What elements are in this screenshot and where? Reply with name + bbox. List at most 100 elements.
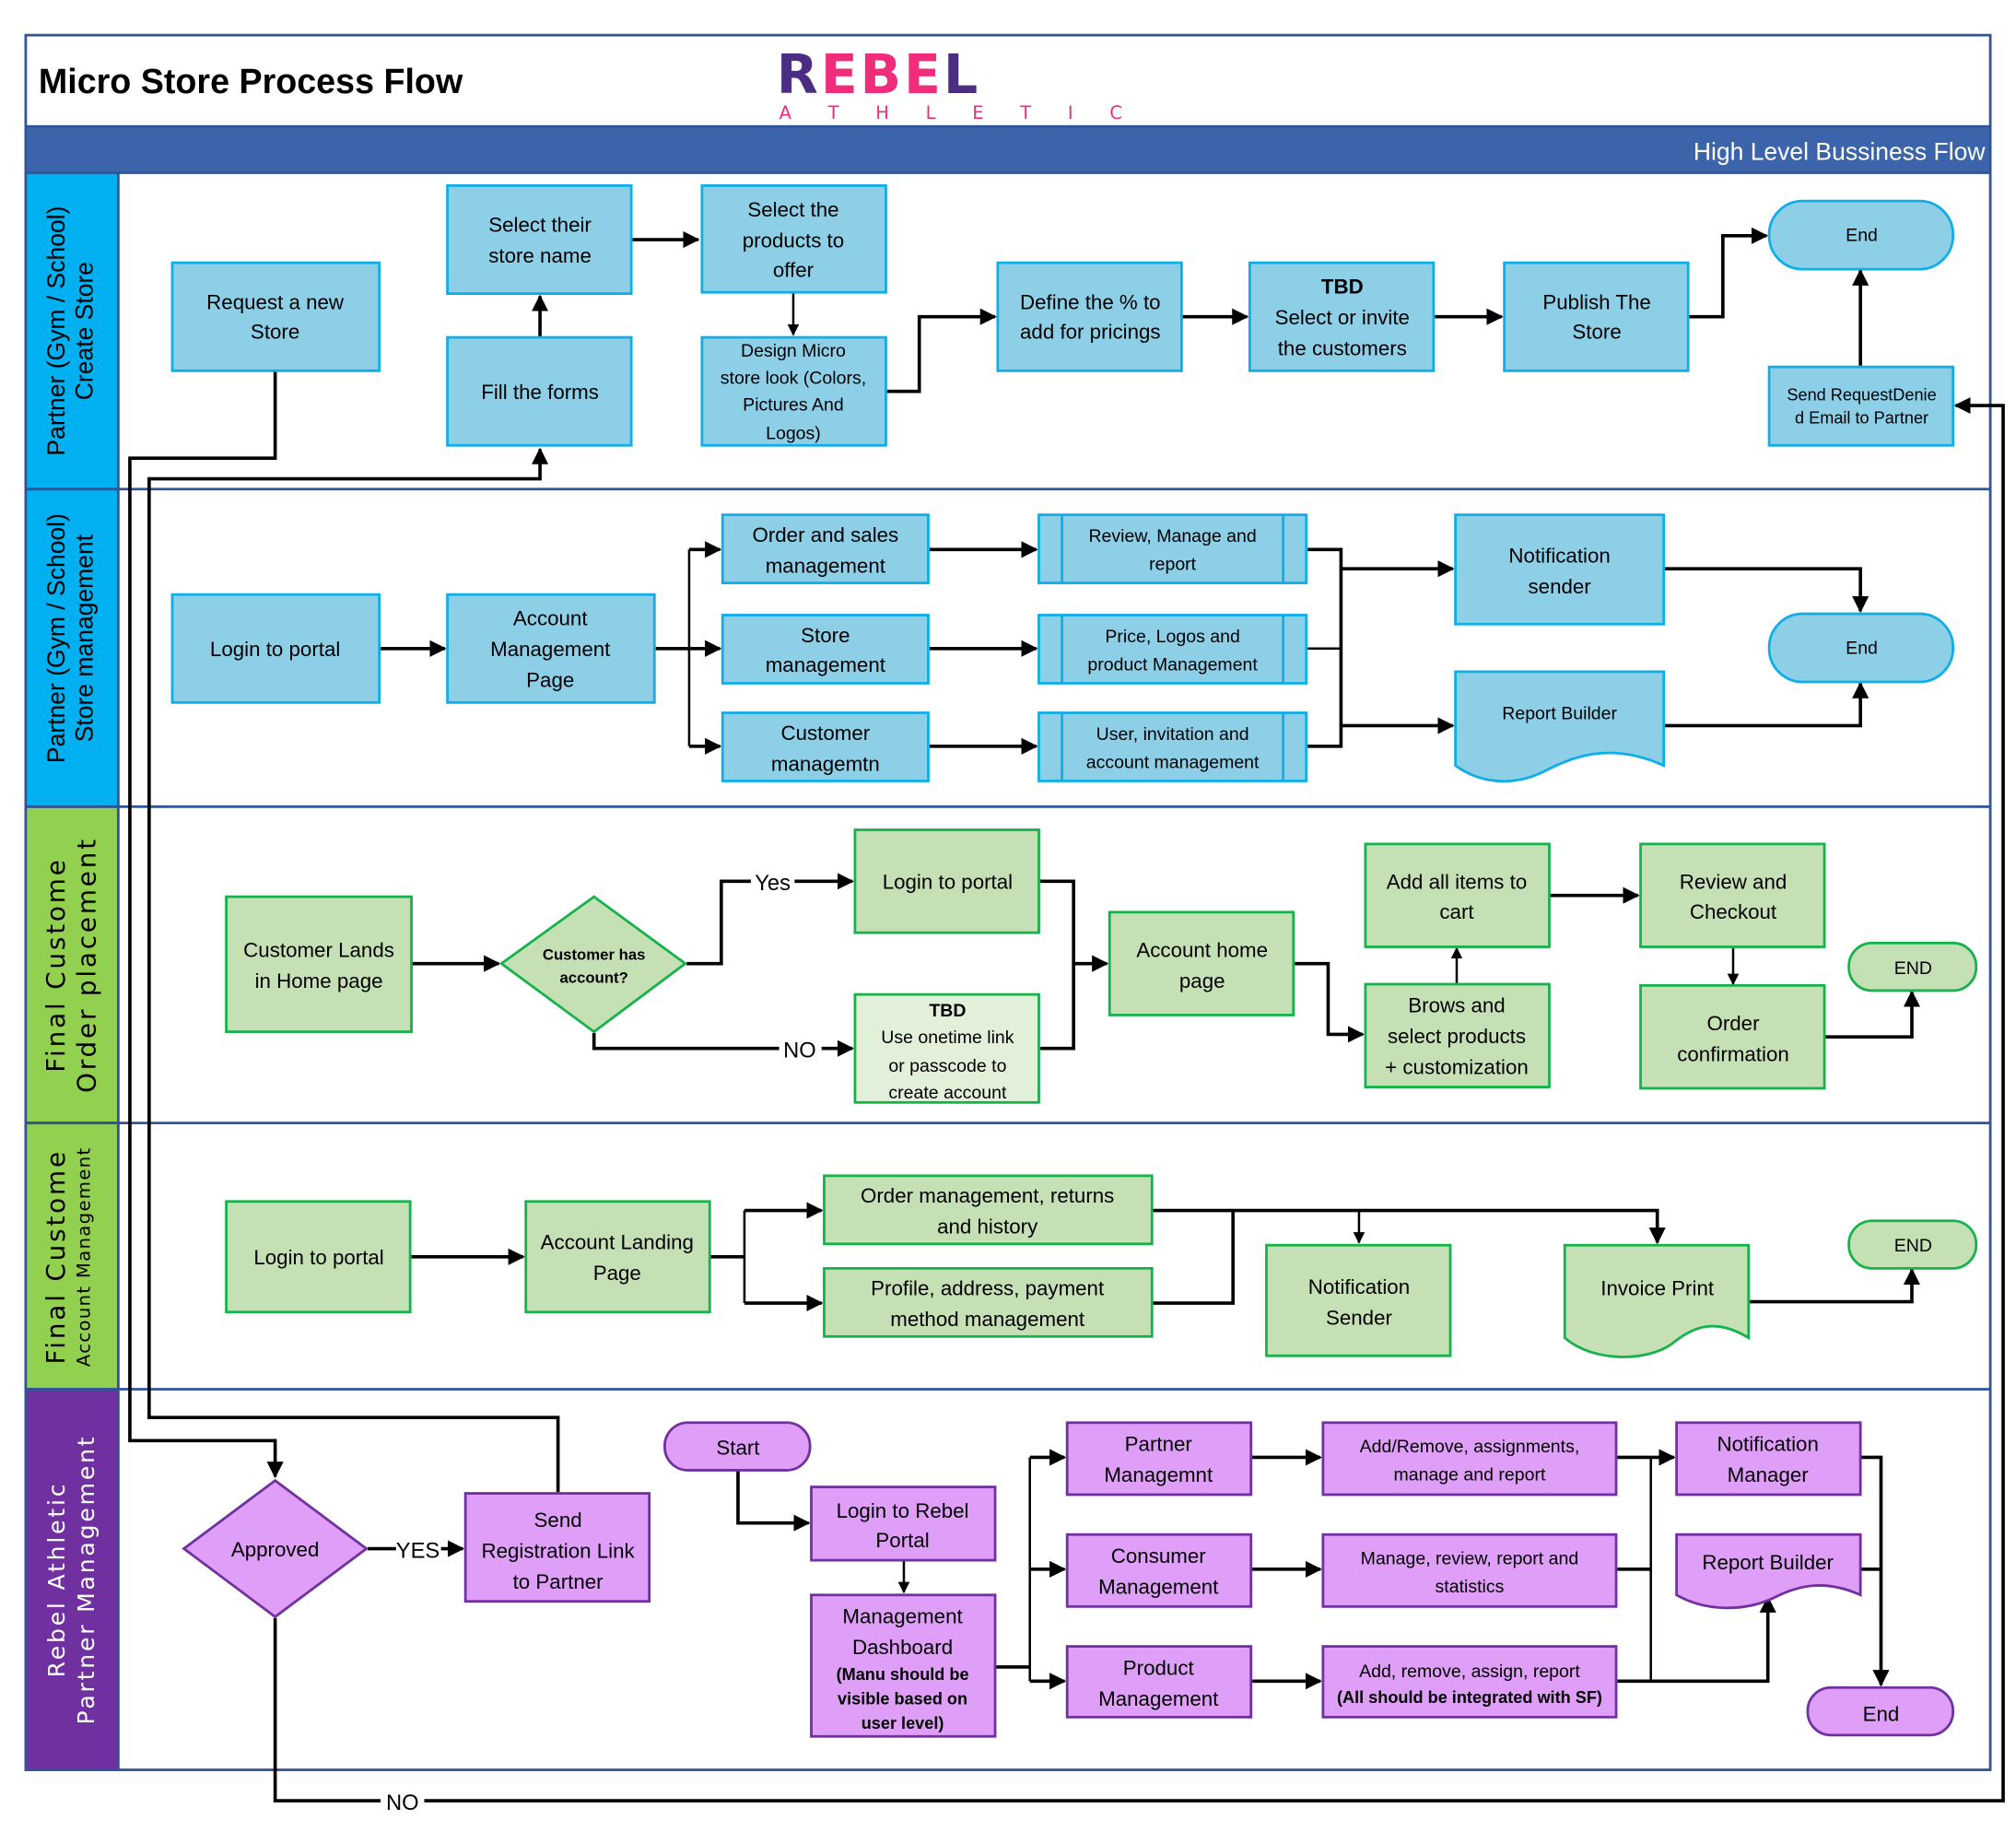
lane-label-line: Final Custome: [41, 857, 71, 1072]
header-band: [24, 124, 1992, 174]
node-login-portal-account[interactable]: Login to portal: [225, 1200, 412, 1314]
node-fill-forms[interactable]: Fill the forms: [446, 335, 633, 447]
lane-label-line: Partner (Gym / School): [42, 513, 70, 763]
node-report-builder-rebel[interactable]: Report Builder: [1675, 1533, 1862, 1610]
node-end-account-management[interactable]: END: [1847, 1219, 1978, 1270]
edge-request-to-approved: [128, 370, 284, 1479]
node-label: END: [1894, 958, 1932, 979]
tbd-label: TBD: [929, 1001, 966, 1021]
lane-label-line: Store management: [70, 534, 98, 742]
yes-label: Yes: [755, 872, 791, 896]
node-product-actions[interactable]: Add, remove, assign, report (All should …: [1321, 1645, 1618, 1719]
lane-label-order-placement: Final Custome Order placement: [41, 837, 101, 1093]
edge-decision-yes: [686, 879, 751, 966]
lane-label-line: Account Management: [74, 1146, 95, 1367]
node-end-store-management[interactable]: End: [1767, 612, 1955, 684]
node-login-portal-customer[interactable]: Login to portal: [853, 828, 1040, 934]
edge-design-to-pricing: [885, 308, 997, 393]
node-end-partner-management[interactable]: End: [1806, 1685, 1955, 1737]
node-invoice-print[interactable]: Invoice Print: [1563, 1243, 1751, 1358]
lane-label-partner-management: Rebel Athletic Partner Management: [43, 1435, 100, 1725]
decision-approved[interactable]: Approved: [182, 1478, 369, 1619]
node-report-builder[interactable]: Report Builder: [1454, 670, 1666, 783]
lane-header-create-store: [24, 171, 120, 491]
logo-letter-r: R: [777, 43, 821, 106]
edge-start-to-login: [736, 1470, 811, 1532]
lane-label-create-store: Partner (Gym / School) Create Store: [42, 206, 99, 456]
edge-send-link-to-fill-forms: [147, 447, 560, 1493]
lane-label-account-management: Final Custome Account Management: [41, 1146, 95, 1367]
node-partner-actions[interactable]: Add/Remove, assignments,manage and repor…: [1321, 1421, 1618, 1497]
node-end-order-placement[interactable]: END: [1847, 941, 1978, 992]
node-label: Approved: [231, 1538, 320, 1561]
node-end-create-store[interactable]: End: [1767, 199, 1955, 271]
lane-label-store-management: Partner (Gym / School) Store management: [42, 513, 99, 763]
edge-approved-no-to-denied: [273, 396, 2005, 1803]
node-label: END: [1894, 1236, 1932, 1256]
node-label: Fill the forms: [481, 381, 599, 404]
node-label: Login to portal: [210, 638, 340, 661]
node-start[interactable]: Start: [663, 1421, 812, 1472]
edge-merge-login: [1039, 879, 1075, 1051]
logo-letter-l: L: [944, 43, 980, 106]
node-login-portal[interactable]: Login to portal: [170, 593, 381, 704]
node-label: Login to portal: [253, 1246, 383, 1269]
